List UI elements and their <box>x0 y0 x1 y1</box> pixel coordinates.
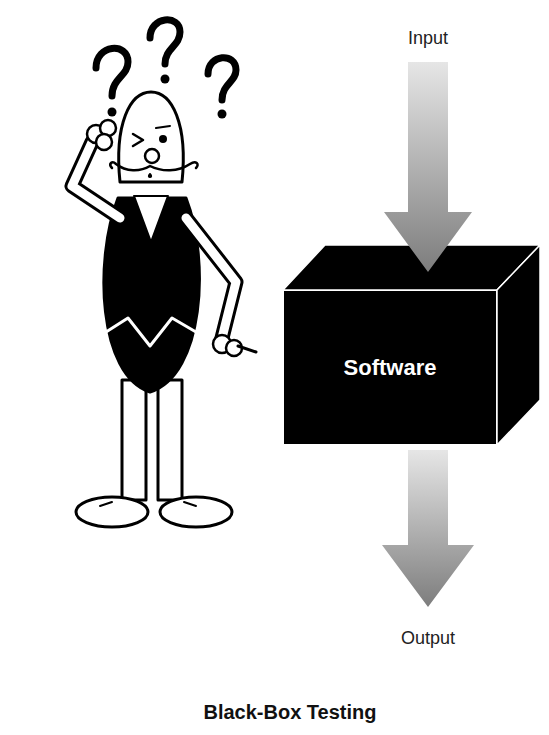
box-label: Software <box>344 355 437 381</box>
io-label: Output <box>401 628 455 649</box>
tester-figure <box>72 92 256 527</box>
io-label: Input <box>408 28 448 49</box>
box-faces <box>283 245 540 445</box>
figure-caption: Black-Box Testing <box>204 701 377 724</box>
software-box: Software <box>283 290 497 445</box>
box-side-face <box>497 245 540 445</box>
input-arrow <box>384 62 472 272</box>
box-top-face <box>283 245 540 290</box>
output-arrow <box>382 450 474 607</box>
